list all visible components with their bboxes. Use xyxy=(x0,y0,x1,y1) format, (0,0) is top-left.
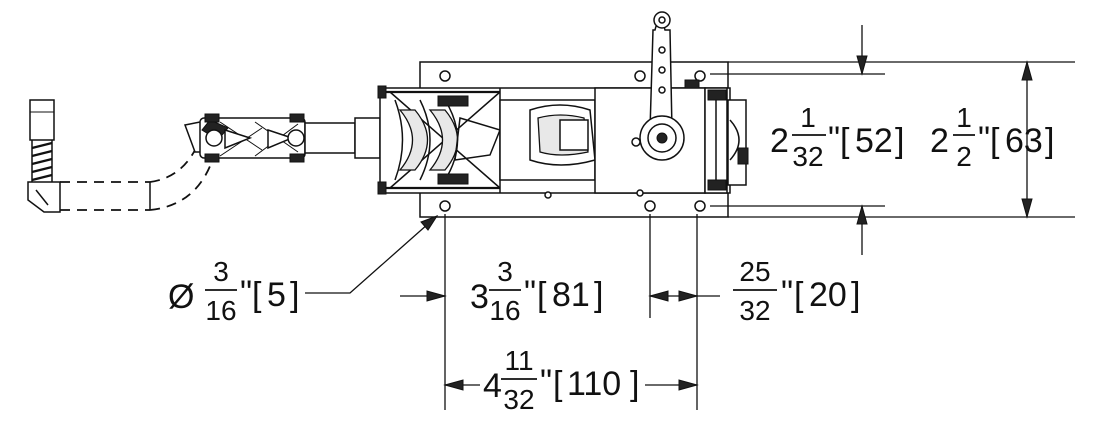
d6-unit: " xyxy=(540,363,552,401)
d2-metric: 63 xyxy=(1005,122,1043,160)
svg-text:[: [ xyxy=(252,276,262,314)
dimension-label-20: 25 32 " [ 20 ] xyxy=(733,256,860,326)
svg-text:[: [ xyxy=(794,276,804,314)
svg-text:]: ] xyxy=(630,365,639,403)
d1-denominator: 32 xyxy=(792,141,823,172)
svg-text:[: [ xyxy=(990,122,1000,160)
d3-unit: " xyxy=(240,274,252,312)
d5-unit: " xyxy=(781,274,793,312)
d4-numerator: 3 xyxy=(497,256,513,287)
d2-numerator: 1 xyxy=(956,102,972,133)
d5-numerator: 25 xyxy=(739,256,770,287)
svg-text:]: ] xyxy=(594,276,603,314)
d1-metric: 52 xyxy=(855,122,893,160)
linkage-arm xyxy=(183,113,381,163)
dimension-label-hole-5: Ø 3 16 " [ 5 ] xyxy=(168,256,299,326)
dimension-label-52: 2 1 32 " [ 52 ] xyxy=(770,102,904,172)
dimension-label-63: 2 1 2 " [ 63 ] xyxy=(930,102,1054,172)
d6-metric: 110 xyxy=(567,365,621,403)
dimension-label-110: 4 11 32 " [ 110 ] xyxy=(483,345,639,415)
d1-numerator: 1 xyxy=(800,102,816,133)
part-view xyxy=(27,11,749,218)
svg-text:[: [ xyxy=(840,122,850,160)
d5-metric: 20 xyxy=(809,276,847,314)
d1-unit: " xyxy=(828,120,840,158)
dimension-lines xyxy=(305,25,1075,410)
svg-text:]: ] xyxy=(851,276,860,314)
d6-whole: 4 xyxy=(483,367,502,405)
d3-denominator: 16 xyxy=(205,295,236,326)
d2-whole: 2 xyxy=(930,122,949,160)
d6-numerator: 11 xyxy=(504,345,533,376)
d3-metric: 5 xyxy=(267,276,286,314)
svg-text:[: [ xyxy=(537,276,547,314)
d3-diameter-symbol: Ø xyxy=(168,278,194,316)
svg-text:[: [ xyxy=(553,365,563,403)
screw-left xyxy=(27,99,61,213)
d2-unit: " xyxy=(978,120,990,158)
d1-whole: 2 xyxy=(770,122,789,160)
d2-denominator: 2 xyxy=(956,141,972,172)
svg-text:]: ] xyxy=(1045,122,1054,160)
svg-text:]: ] xyxy=(290,276,299,314)
d5-denominator: 32 xyxy=(739,295,770,326)
inner-housing xyxy=(377,79,749,199)
d4-whole: 3 xyxy=(470,278,489,316)
d3-numerator: 3 xyxy=(213,256,229,287)
d4-denominator: 16 xyxy=(489,295,520,326)
dimension-label-81: 3 3 16 " [ 81 ] xyxy=(470,256,603,326)
d4-metric: 81 xyxy=(552,276,590,314)
hidden-arm xyxy=(60,149,216,211)
svg-text:]: ] xyxy=(895,122,904,160)
lever xyxy=(639,11,685,161)
d4-unit: " xyxy=(524,274,536,312)
d6-denominator: 32 xyxy=(503,384,534,415)
